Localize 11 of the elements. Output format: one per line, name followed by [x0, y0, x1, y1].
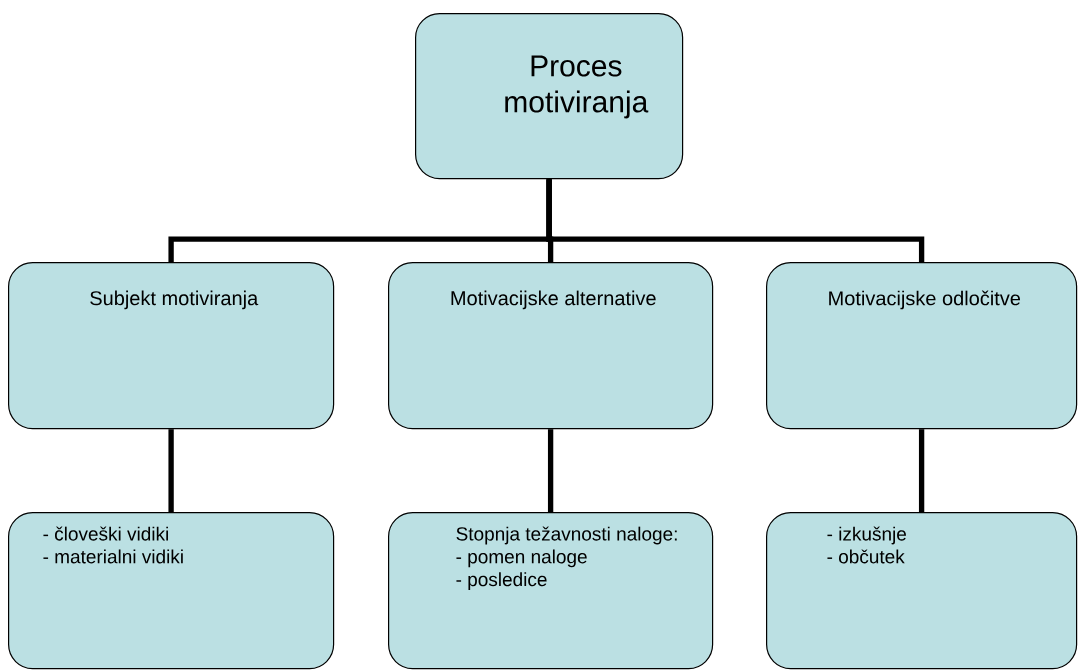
category-box: Motivacijske odločitve — [766, 262, 1078, 430]
detail-box: - izkušnje - občutek — [766, 512, 1078, 670]
connector — [168, 429, 174, 512]
connector — [918, 429, 925, 512]
detail-box: Stopnja težavnosti naloge: - pomen naloge - posledice — [388, 512, 714, 670]
root-box: Proces motiviranja — [415, 13, 684, 180]
category-box: Subjekt motiviranja — [8, 262, 335, 430]
connector — [547, 429, 554, 512]
connector — [546, 179, 925, 262]
detail-box: - človeški vidiki - materialni vidiki — [8, 512, 335, 670]
category-box: Motivacijske alternative — [388, 262, 714, 430]
